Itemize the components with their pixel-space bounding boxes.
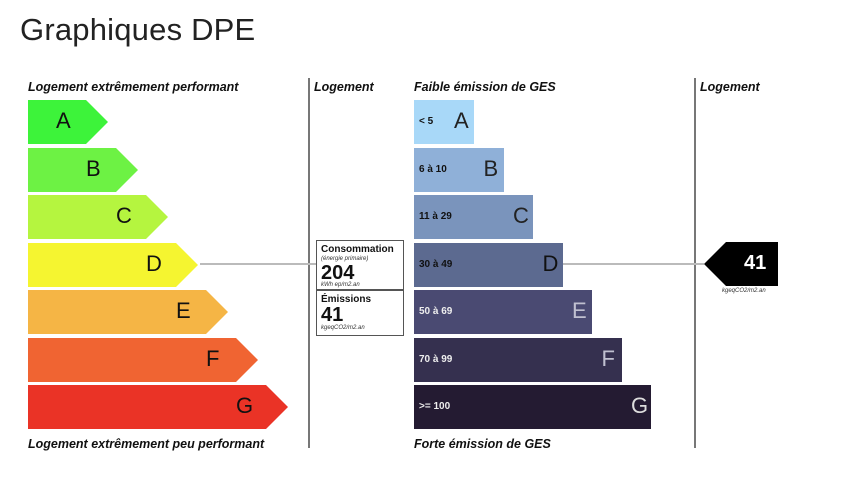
energy-class-letter: B <box>86 155 101 181</box>
energy-class-letter: A <box>56 108 71 133</box>
ges-class-d: 30 à 49 D <box>414 242 563 287</box>
ges-marker-arrow: 41 <box>704 242 778 286</box>
summary-divider <box>317 289 403 291</box>
energy-class-connector <box>200 263 316 265</box>
dpe-summary-box: Consommation (énergie primaire) 204 kWh … <box>316 240 404 336</box>
energy-bottom-label: Logement extrêmement peu performant <box>28 437 265 451</box>
energy-class-letter: E <box>176 298 191 323</box>
energy-class-f: F <box>28 337 258 382</box>
energy-class-c: C <box>28 195 168 239</box>
ges-class-f: 70 à 99 F <box>414 337 622 382</box>
ges-class-letter: C <box>513 203 529 228</box>
energy-bar-arrow <box>176 242 198 287</box>
ges-class-range: 11 à 29 <box>419 211 452 222</box>
ges-column-label: Logement <box>700 80 760 94</box>
energy-class-letter: G <box>236 393 254 418</box>
ges-class-letter: B <box>483 155 499 181</box>
energy-class-g: G <box>28 385 288 429</box>
energy-bar-body <box>28 385 266 429</box>
energy-bar-body <box>28 337 236 382</box>
ges-class-range: 70 à 99 <box>419 353 453 365</box>
ges-class-range: < 5 <box>419 116 434 127</box>
ges-class-letter: G <box>631 393 649 418</box>
emissions-unit: kgeqCO2/m2.an <box>321 325 365 331</box>
ges-marker-tip <box>704 242 726 286</box>
ges-top-label: Faible émission de GES <box>414 80 556 94</box>
energy-bar-body <box>28 100 86 144</box>
energy-column-label: Logement <box>314 80 374 94</box>
ges-class-letter: A <box>454 108 469 133</box>
emissions-value: 41 <box>321 304 344 326</box>
ges-class-a: < 5 A <box>414 100 474 144</box>
energy-bar-arrow <box>236 337 258 382</box>
energy-class-letter: F <box>206 345 220 371</box>
energy-class-e: E <box>28 290 228 334</box>
energy-class-letter: D <box>146 250 162 276</box>
ges-class-letter: E <box>572 298 587 323</box>
energy-bar-arrow <box>86 100 108 144</box>
energy-bar-arrow <box>146 195 168 239</box>
ges-class-range: 50 à 69 <box>419 306 453 317</box>
consumption-value: 204 <box>321 262 355 284</box>
ges-class-g: >= 100 G <box>414 385 651 429</box>
consumption-unit: kWh ep/m2.an <box>321 282 360 288</box>
ges-class-c: 11 à 29 C <box>414 195 533 239</box>
energy-bar-body <box>28 195 146 239</box>
consumption-title: Consommation <box>321 244 394 255</box>
energy-bar-arrow <box>266 385 288 429</box>
energy-class-d: D <box>28 242 198 287</box>
energy-bar-arrow <box>206 290 228 334</box>
energy-bar-body <box>28 290 206 334</box>
ges-class-e: 50 à 69 E <box>414 290 592 334</box>
energy-class-letter: C <box>116 203 132 228</box>
page-title: Graphiques DPE <box>20 12 256 47</box>
ges-class-letter: D <box>542 250 559 276</box>
energy-class-a: A <box>28 100 108 144</box>
ges-class-range: >= 100 <box>419 401 451 412</box>
consumption-subtitle: (énergie primaire) <box>321 256 369 262</box>
ges-class-range: 6 à 10 <box>419 163 447 175</box>
energy-bar-arrow <box>116 147 138 192</box>
ges-class-connector <box>562 263 704 265</box>
energy-top-label: Logement extrêmement performant <box>28 80 239 94</box>
ges-bottom-label: Forte émission de GES <box>414 437 551 451</box>
energy-bar-body <box>28 242 176 287</box>
emissions-title: Émissions <box>321 294 372 305</box>
ges-marker-value: 41 <box>744 252 767 274</box>
ges-marker-body: 41 <box>726 242 778 286</box>
ges-class-range: 30 à 49 <box>419 258 453 270</box>
energy-class-b: B <box>28 147 138 192</box>
ges-marker-unit: kgeqCO2/m2.an <box>722 288 766 294</box>
ges-class-letter: F <box>601 345 615 371</box>
energy-bar-body <box>28 147 116 192</box>
ges-class-b: 6 à 10 B <box>414 147 504 192</box>
